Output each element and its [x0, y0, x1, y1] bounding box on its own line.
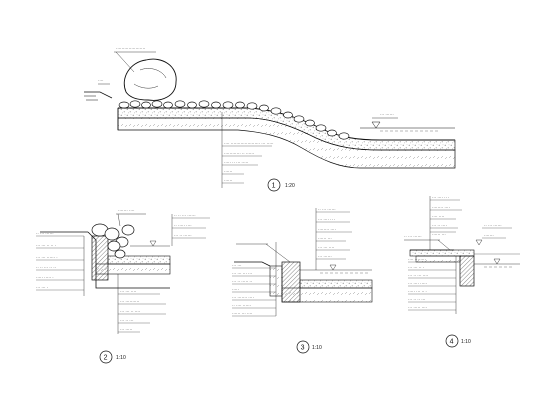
d3-top-label: ··· ···· ·· ·: [318, 217, 335, 222]
d1-earth-marks: [84, 95, 98, 101]
d4-wall: [459, 255, 475, 287]
d1-boulder-texture: [133, 68, 167, 89]
d3-left-labels: ··· ··· ··· ··· ··· ··· ··· ·· ····· ·· …: [232, 263, 276, 317]
d3-left-label: ··· ···: [232, 263, 242, 268]
d1-water-marker: [371, 121, 381, 129]
d2-bottom-label: ··· ·····: [120, 327, 132, 332]
d2-left-label: ··· ··· ·· ·· ·: [36, 243, 56, 248]
d2-bottom-label: ··· ··········: [120, 299, 139, 304]
d2-left-label: ····· ····· ·: [36, 275, 54, 280]
d2-bottom-label: ··· ··· ·· ····: [120, 309, 140, 314]
d2-right-labels: ·· ·· ··· ······ ·· ····· ···· ··· ·· ··…: [172, 213, 210, 239]
d2-right-label: ·· ·· ··· ······: [174, 213, 196, 218]
d1-water-label: ··· ······: [380, 112, 394, 117]
d1-cobbles: [118, 100, 350, 140]
d1-marker-scale: 1:20: [285, 183, 295, 189]
d2-stones: [91, 223, 135, 259]
d3-marker-scale: 1:10: [312, 345, 322, 351]
d4-marker-circle: [445, 334, 459, 348]
d3-left-label: ··· ······· ····: [232, 295, 254, 300]
d4-left-label: ··· ·· ··· ····: [408, 273, 428, 278]
d1-marker-number: 1: [272, 183, 276, 190]
d1-marker-circle: [267, 178, 281, 192]
d2-marker-number: 2: [104, 355, 108, 362]
d3-slab: [299, 279, 373, 289]
d1-layer-label: ············ ·· ······: [224, 151, 254, 156]
d2-left-label: ··· ··· ······ ·: [36, 255, 58, 260]
d2-left-labels: ·· ··· ······ ··· ··· ·· ·· · ··· ··· ··…: [36, 231, 84, 291]
d3-left-label: ·· ···· ······: [232, 303, 251, 308]
d4-right-label: ·· ··· ······: [484, 223, 502, 228]
d1-layer-label: ···· ····················· ··· ·····: [224, 141, 274, 146]
d3-top-label: ··· ······: [318, 254, 332, 259]
d2-right-label: ·· ····· ····: [174, 223, 192, 228]
d1-layer-label: ······: [224, 178, 232, 183]
d3-left-label: ··· ·· ····· ··: [232, 279, 252, 284]
d4-marker-number: 4: [450, 339, 454, 346]
d1-layer-label: ····· ·· ··· ·····: [224, 160, 248, 165]
d4-top-label: ···· ····: [432, 214, 444, 219]
detail-1-section: ··· ······ ····················· ···· ··…: [84, 46, 456, 192]
d2-marker-circle: [99, 350, 113, 364]
d3-top-label: ··· ··· ····: [318, 245, 334, 250]
d2-base: [95, 263, 171, 275]
d1-layer-labels: ···· ····················· ··· ····· ···…: [222, 141, 274, 184]
d4-right-label: ·······: [484, 233, 494, 238]
d3-top-labels: ·· ··· ······ ··· ···· ·· · ········ ···…: [316, 207, 352, 260]
d3-left-label: ··· ··· ··· ···: [232, 271, 252, 276]
d3-marker-number: 3: [301, 345, 305, 352]
d4-left-labels: ···· ········ ··· ··· ·· · ··· ·· ··· ··…: [408, 257, 456, 311]
d4-left-label: ···· ········: [408, 257, 426, 262]
d1-base-layer: [117, 117, 456, 169]
d3-marker-circle: [296, 340, 310, 354]
d2-right-label: ··· ·· ······: [174, 233, 192, 238]
d3-top-label: ······ ···: [318, 236, 332, 241]
d1-left-label: ····: [98, 78, 104, 83]
d3-base: [281, 287, 373, 303]
d2-left-label: ··· ··· ·: [36, 285, 48, 290]
d4-top-labels: ··· ···· ·· · ········ ···· ···· ···· ··…: [430, 195, 462, 237]
detail-2-section: ······· ···· ·· ··· ······ ··· ··· ·· ··…: [36, 208, 210, 364]
d2-bottom-label: ··· ·· ···: [120, 318, 133, 323]
d2-marker-scale: 1:10: [116, 355, 126, 361]
d1-ground-line: [84, 91, 113, 99]
d2-left-label: ·· ··· ······: [36, 231, 54, 236]
d4-left-label: ··· ····· ····: [408, 305, 427, 310]
d4-top-label: ·· ··· ······: [404, 234, 422, 239]
detail-3-section: ·· ··· ······ ··· ···· ·· · ········ ···…: [232, 207, 373, 354]
d4-top-label: ······ ···: [432, 232, 446, 237]
d2-bottom-labels: ··· ··· ···· ··· ·········· ··· ··· ·· ·…: [118, 289, 166, 333]
d4-left-label: ··· ·· ·· ···: [408, 297, 425, 302]
d1-layer-label: ······: [224, 169, 232, 174]
d4-paving: [409, 249, 475, 257]
d1-top-label: ·····················: [116, 46, 145, 51]
d4-left-label: ····· ··· ·· ·: [408, 289, 427, 294]
d1-boulder: [123, 58, 177, 101]
d2-top-label: ······· ····: [118, 208, 135, 213]
d3-left-label: ·····: [232, 287, 239, 292]
d4-left-label: ··· ··· ·· ·: [408, 265, 424, 270]
detail-4-section: ·· ··· ······ ·· ··· ······ ······· ··· …: [404, 195, 520, 348]
d4-top-label: ··· ···· ·· ·: [432, 195, 449, 200]
d2-left-label: ·· ·· ··· ·· ··: [36, 265, 56, 270]
d4-top-label: ··· ·· ····: [432, 223, 447, 228]
d4-marker-scale: 1:10: [461, 339, 471, 345]
d3-left-label: ······ ··· ····: [232, 311, 252, 316]
d2-bottom-label: ··· ··· ····: [120, 289, 136, 294]
d3-top-label: ·· ··· ······: [318, 207, 336, 212]
d4-left-label: ··· ···· ·····: [408, 281, 427, 286]
d4-top-label: ········ ····: [432, 205, 450, 210]
d3-top-label: ········ ····: [318, 227, 336, 232]
d1-top-leader-arrow: [115, 51, 135, 73]
